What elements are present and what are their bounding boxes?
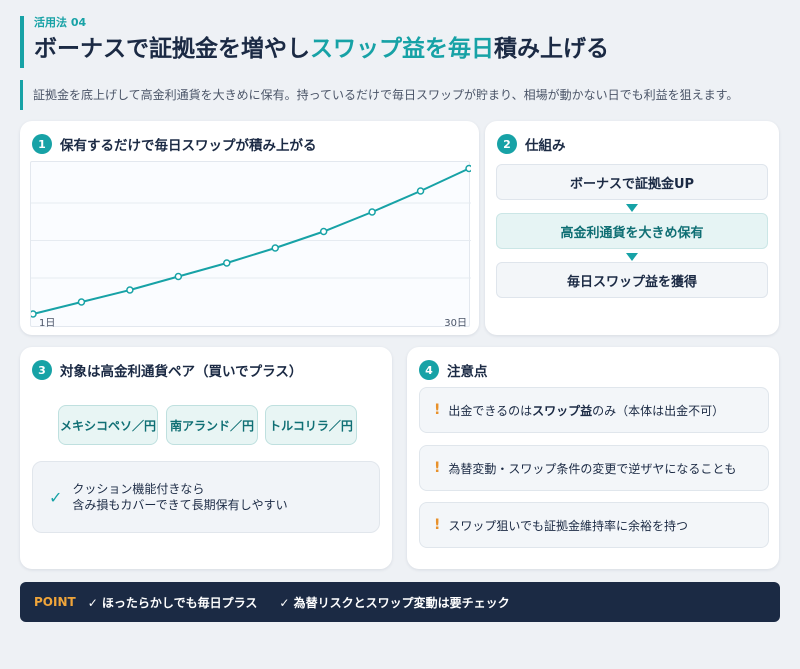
cushion-note-text: クッション機能付きなら 含み損もカバーできて長期保有しやすい (72, 481, 287, 513)
card-title: 2 仕組み (497, 133, 566, 155)
data-point (319, 227, 328, 236)
header: 活用法 04 ボーナスで証拠金を増やしスワップ益を毎日積み上げる (20, 16, 780, 68)
note-line-2: 含み損もカバーできて長期保有しやすい (72, 498, 288, 512)
title-part-2: 積み上げる (494, 36, 609, 62)
point-item-2: ✓ 為替リスクとスワップ変動は要チェック (279, 595, 510, 610)
data-point (271, 244, 279, 252)
exclamation-icon: ! (434, 460, 441, 476)
point-bar: POINT ✓ ほったらかしでも毎日プラス ✓ 為替リスクとスワップ変動は要チェ… (20, 582, 780, 622)
point-tag: POINT (34, 595, 76, 609)
chart-svg: 1日 30日 (31, 164, 471, 328)
card-title-text: 注意点 (447, 364, 488, 380)
step-number-badge: 4 (419, 360, 439, 380)
data-point (416, 187, 425, 195)
title-highlight: スワップ益を毎日 (310, 36, 494, 62)
flow-step-1: ボーナスで証拠金UP (496, 164, 768, 200)
caution-item-2: ! 為替変動・スワップ条件の変更で逆ザヤになることも (419, 445, 769, 491)
step-number-badge: 1 (32, 134, 52, 154)
exclamation-icon: ! (434, 517, 441, 533)
check-icon: ✓ (49, 487, 63, 507)
card-swap-growth: 1 保有するだけで毎日スワップが積み上がる 1日 30日 (20, 121, 479, 335)
card-mechanism: 2 仕組み ボーナスで証拠金UP 高金利通貨を大きめ保有 毎日スワップ益を獲得 (485, 121, 779, 335)
down-arrow-icon (626, 253, 638, 261)
caution-text-post: のみ（本体は出金不可） (592, 403, 725, 418)
pair-mxn-jpy: メキシコペソ／円 (58, 405, 158, 445)
data-point (174, 272, 183, 281)
data-point (77, 298, 86, 306)
caution-text: 為替変動・スワップ条件の変更で逆ザヤになることも (448, 461, 737, 476)
flow-step-2: 高金利通貨を大きめ保有 (496, 213, 768, 249)
lead-text: 証拠金を底上げして高金利通貨を大きめに保有。持っているだけで毎日スワップが貯まり… (20, 80, 780, 110)
pair-zar-jpy: 南アランド／円 (166, 405, 258, 445)
card-cautions: 4 注意点 ! 出金できるのはスワップ益のみ（本体は出金不可） ! 為替変動・ス… (407, 347, 779, 569)
data-point (31, 310, 37, 318)
caution-text-bold: スワップ益 (532, 403, 593, 418)
swap-growth-line (32, 167, 470, 315)
swap-growth-chart: 1日 30日 (30, 161, 471, 328)
card-target-pairs: 3 対象は高金利通貨ペア（買いでプラス） メキシコペソ／円 南アランド／円 トル… (20, 347, 392, 569)
x-tick-label: 1日 (39, 318, 55, 328)
data-point (465, 164, 471, 173)
card-title-text: 仕組み (525, 138, 566, 154)
step-number-badge: 2 (497, 134, 517, 154)
x-tick-label: 30日 (444, 318, 467, 328)
caution-item-3: ! スワップ狙いでも証拠金維持率に余裕を持つ (419, 502, 769, 548)
cushion-note: ✓ クッション機能付きなら 含み損もカバーできて長期保有しやすい (32, 461, 380, 533)
caution-text: スワップ狙いでも証拠金維持率に余裕を持つ (448, 518, 689, 533)
page-title: ボーナスで証拠金を増やしスワップ益を毎日積み上げる (34, 33, 780, 65)
section-kicker: 活用法 04 (34, 16, 87, 29)
card-title: 3 対象は高金利通貨ペア（買いでプラス） (32, 359, 302, 381)
down-arrow-icon (626, 204, 638, 212)
caution-text-pre: 出金できるのは (448, 403, 533, 418)
exclamation-icon: ! (434, 402, 441, 418)
data-point (368, 208, 376, 216)
card-title: 1 保有するだけで毎日スワップが積み上がる (32, 133, 317, 155)
card-title-text: 保有するだけで毎日スワップが積み上がる (60, 138, 317, 154)
point-item-1: ✓ ほったらかしでも毎日プラス (87, 595, 258, 610)
flow-step-3: 毎日スワップ益を獲得 (496, 262, 768, 298)
note-line-1: クッション機能付きなら (72, 482, 205, 496)
caution-item-1: ! 出金できるのはスワップ益のみ（本体は出金不可） (419, 387, 769, 433)
data-point (223, 259, 231, 267)
title-part-1: ボーナスで証拠金を増やし (34, 36, 310, 62)
card-title: 4 注意点 (419, 359, 488, 381)
step-number-badge: 3 (32, 360, 52, 380)
data-point (126, 286, 134, 294)
card-title-text: 対象は高金利通貨ペア（買いでプラス） (60, 364, 303, 380)
pair-try-jpy: トルコリラ／円 (265, 405, 357, 445)
